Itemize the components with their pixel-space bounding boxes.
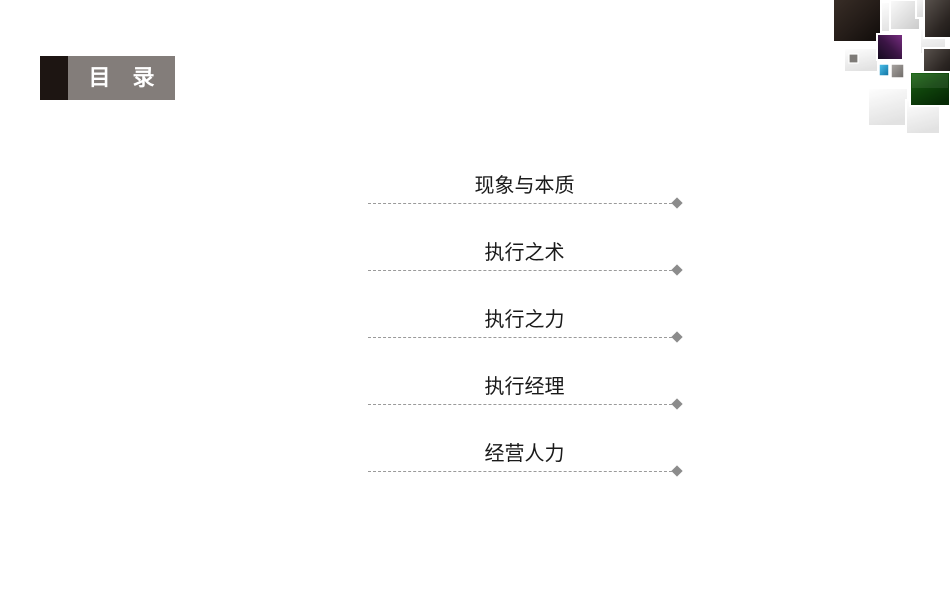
squares-cluster-decoration	[820, 0, 950, 135]
toc-item-label: 执行之力	[484, 309, 565, 331]
section-title-badge: 目 录	[40, 56, 175, 100]
toc-item[interactable]: 执行之力	[368, 304, 683, 371]
page-title: 目 录	[88, 65, 163, 90]
title-plate: 目 录	[68, 56, 175, 100]
toc-item[interactable]: 执行之术	[368, 237, 683, 304]
mid-gray-square	[890, 63, 905, 79]
toc-item-rule	[368, 404, 672, 405]
table-of-contents: 现象与本质 执行之术 执行之力 执行经理 经营人力	[368, 170, 683, 505]
toc-item-label: 现象与本质	[474, 175, 575, 197]
toc-item-label: 执行之术	[484, 242, 565, 264]
toc-item-rule	[368, 471, 672, 472]
title-accent-block	[40, 56, 68, 100]
toc-item-rule	[368, 203, 672, 204]
dark-brown-square	[832, 0, 882, 43]
light-gray-square	[889, 0, 921, 31]
purple-square	[876, 33, 904, 61]
green-square	[909, 71, 950, 107]
toc-item[interactable]: 执行经理	[368, 371, 683, 438]
toc-item[interactable]: 经营人力	[368, 438, 683, 505]
toc-item-label: 执行经理	[484, 376, 565, 398]
toc-item-label: 经营人力	[484, 443, 565, 465]
toc-item-rule	[368, 337, 672, 338]
toc-item[interactable]: 现象与本质	[368, 170, 683, 237]
dark-charcoal-square	[923, 0, 950, 39]
cyan-square	[878, 63, 890, 77]
toc-item-rule	[368, 270, 672, 271]
